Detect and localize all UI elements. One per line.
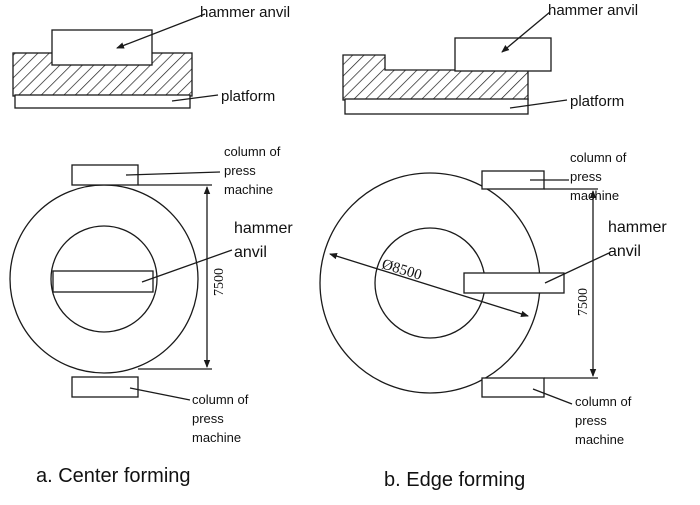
panel-a-column-top-leader — [125, 171, 221, 176]
panel-a-top-view — [9, 164, 233, 401]
panel-b-platform-leader — [509, 99, 568, 109]
panel-b-column-bottom — [481, 377, 545, 398]
panel-b-top-anvil — [463, 272, 565, 294]
panel-a-platform-label: platform — [221, 88, 275, 105]
panel-a-anvil-leader — [141, 249, 233, 283]
panel-a-anvil-label: hammer anvil — [234, 220, 297, 261]
panel-a — [9, 13, 233, 401]
panel-a-column-top-label: column of press machine — [224, 144, 284, 197]
panel-b-anvil-leader — [544, 252, 610, 284]
panel-a-side-anvil-leader — [116, 13, 206, 49]
panel-b-column-bottom-leader — [532, 388, 573, 405]
panel-b-side-anvil-label: hammer anvil — [548, 2, 638, 19]
panel-a-platform-leader — [171, 94, 219, 102]
panel-a-column-bottom-label: column of press machine — [192, 392, 252, 445]
panel-b-side-view — [342, 11, 568, 115]
panel-a-side-anvil — [51, 29, 153, 66]
panel-a-text: hammer anvil platform column of press ma… — [36, 4, 297, 487]
panel-b-platform-label: platform — [570, 93, 624, 110]
panel-b-side-anvil — [454, 37, 552, 72]
panel-a-column-bottom-leader — [129, 387, 191, 401]
panel-a-side-anvil-label: hammer anvil — [200, 4, 290, 21]
panel-b-side-anvil-leader — [501, 11, 551, 53]
panel-a-caption: a. Center forming — [36, 465, 191, 487]
panel-a-side-view — [12, 13, 219, 109]
panel-a-platform — [14, 94, 191, 109]
panel-b-platform — [344, 98, 529, 115]
panel-b-diameter-line — [329, 253, 529, 317]
panel-b-caption: b. Edge forming — [384, 469, 525, 491]
panel-a-dimension-label: 7500 — [212, 268, 227, 296]
panel-b-column-bottom-label: column of press machine — [575, 394, 635, 447]
panel-a-column-bottom — [71, 376, 139, 398]
panel-b — [319, 11, 610, 405]
panel-b-diameter-label: Ø8500 — [380, 257, 424, 284]
panel-b-top-view — [319, 170, 610, 405]
panel-b-anvil-label: hammer anvil — [608, 219, 671, 260]
panel-a-top-anvil — [52, 270, 154, 293]
panel-b-column-top-label: column of press machine — [570, 150, 630, 203]
panel-b-text: hammer anvil platform column of press ma… — [380, 2, 671, 491]
panel-a-inner-ring — [50, 225, 158, 333]
panel-b-dimension-label: 7500 — [576, 288, 591, 316]
